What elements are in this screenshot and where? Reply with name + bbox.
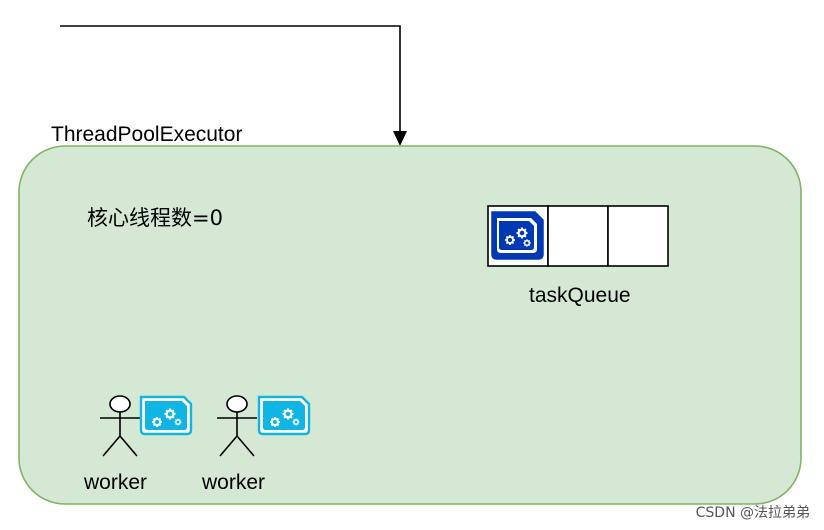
worker-1: [100, 395, 193, 457]
worker-label: worker: [202, 471, 266, 494]
worker-2: [217, 395, 311, 457]
queue-slot: [547, 205, 609, 267]
queue-slot: [607, 205, 669, 267]
gears-task-icon: [491, 211, 544, 260]
task-queue-label: taskQueue: [529, 284, 631, 307]
thread-pool-container: [18, 145, 802, 505]
watermark: CSDN @法拉弟弟: [695, 505, 810, 521]
pool-title: ThreadPoolExecutor: [51, 123, 243, 146]
incoming-task-arrow: [60, 25, 407, 146]
worker-label: worker: [84, 471, 148, 494]
stick-figure-icon: [217, 395, 257, 457]
gears-task-icon: [139, 395, 193, 436]
stick-figure-icon: [100, 395, 140, 457]
task-queue: [487, 205, 669, 267]
core-threads-text: 核心线程数=0: [87, 206, 223, 230]
gears-task-icon: [257, 395, 311, 436]
